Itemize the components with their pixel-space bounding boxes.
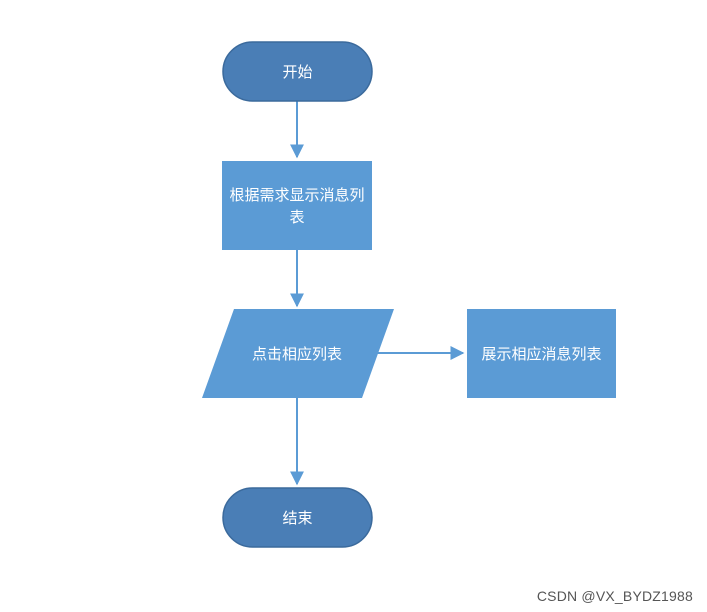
start-node-label: 开始 xyxy=(282,62,313,81)
start-node-shape[interactable] xyxy=(222,41,373,102)
end-node-label: 结束 xyxy=(282,508,313,527)
show-list-node-label: 根据需求显示消息列表 xyxy=(229,185,365,226)
display-list-node-shape[interactable] xyxy=(467,309,616,398)
end-node-shape[interactable] xyxy=(222,487,373,548)
click-list-node-label: 点击相应列表 xyxy=(251,344,342,363)
display-list-node-label: 展示相应消息列表 xyxy=(481,344,602,363)
click-list-node-shape[interactable] xyxy=(202,309,394,398)
watermark-text: CSDN @VX_BYDZ1988 xyxy=(536,588,693,604)
show-list-node-shape[interactable] xyxy=(222,161,372,250)
